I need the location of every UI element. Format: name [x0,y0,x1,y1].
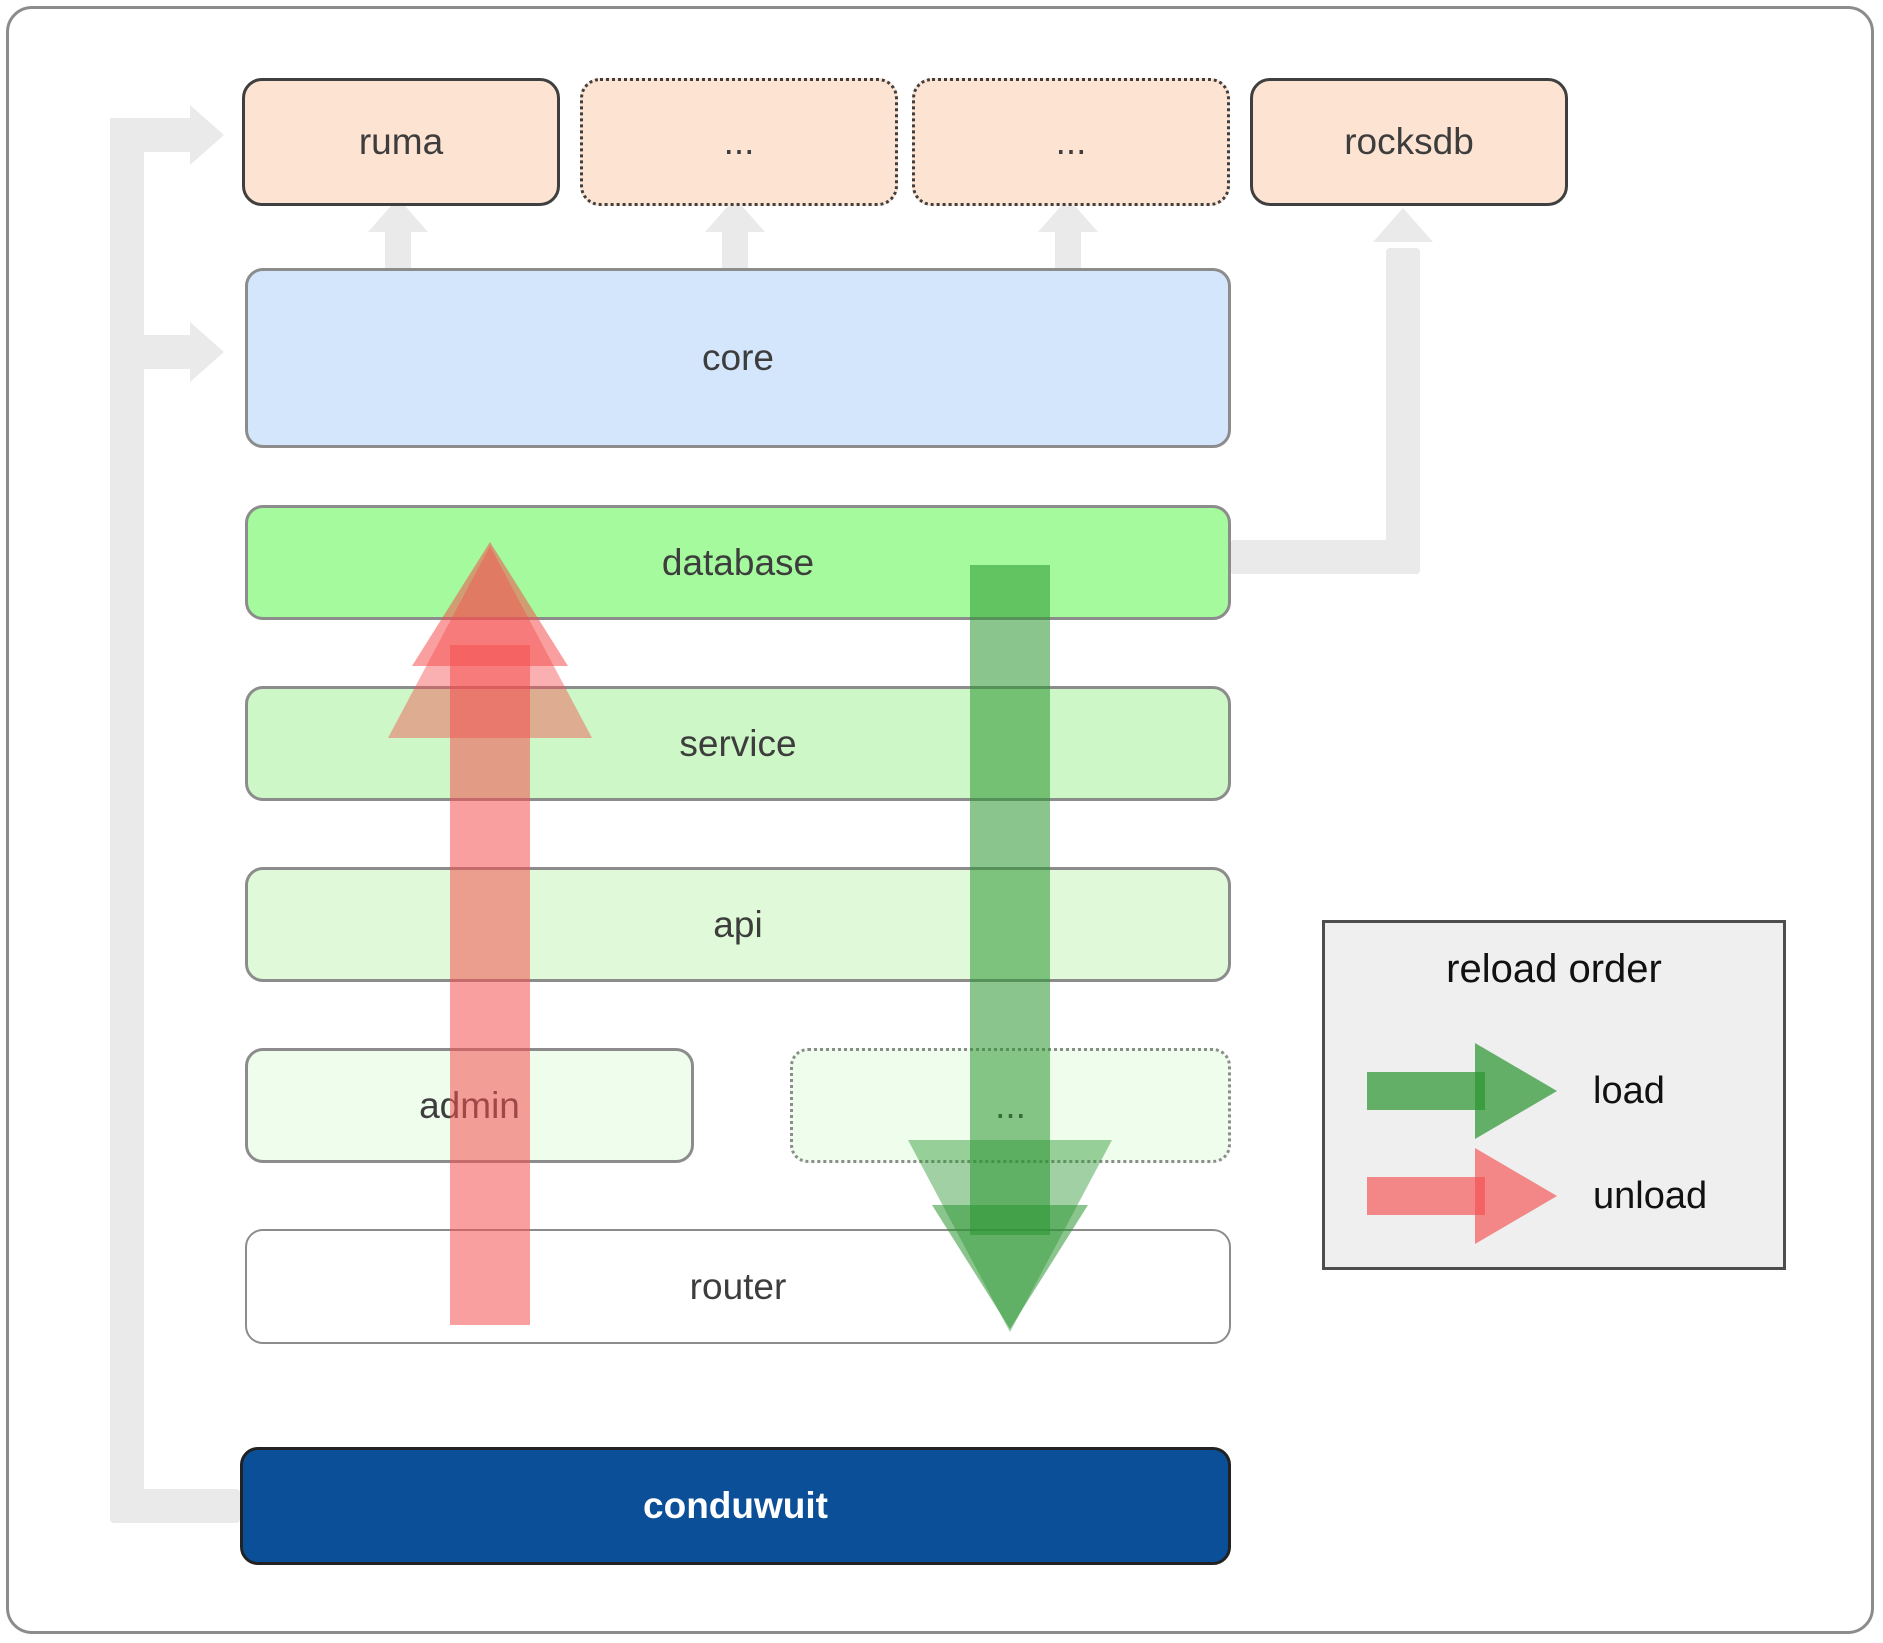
diagram-frame [6,6,1874,1634]
layer-box-api[interactable]: api [245,867,1231,982]
legend-unload-arrow-head [1475,1148,1557,1244]
application-label: conduwuit [643,1485,828,1526]
connector-to-rocksdb-arrow [1373,208,1433,242]
connector-core-to-ruma-shaft [385,226,411,276]
dependency-box-3[interactable]: ... [912,78,1230,206]
dependency-box-rocksdb[interactable]: rocksdb [1250,78,1568,206]
dependency-label: ... [723,121,755,162]
layer-label: router [689,1265,787,1307]
connector-conduwuit-stub [110,1489,240,1523]
connector-core-to-dep3-shaft [1055,226,1081,276]
connector-to-core-shaft [110,335,192,369]
unload-arrow-shaft [450,645,530,1325]
load-arrow-head [932,1205,1088,1329]
legend-row-unload: unload [1367,1148,1707,1244]
connector-db-to-rocksdb-vertical [1386,248,1420,574]
legend-load-arrow-shaft [1367,1072,1485,1110]
load-arrow-wing [908,1140,1112,1332]
unload-arrow-wing [388,546,592,738]
legend-load-label: load [1593,1069,1665,1112]
dependency-label: ruma [358,121,444,162]
unload-arrow-head [412,542,568,666]
legend-load-arrow-icon [1367,1043,1557,1139]
layer-label: service [679,722,797,764]
connector-to-ruma-arrow [190,105,224,165]
legend-unload-arrow-icon [1367,1148,1557,1244]
legend-panel: reload order load unload [1322,920,1786,1270]
connector-left-vertical [110,118,144,1523]
legend-row-load: load [1367,1043,1665,1139]
dependency-box-2[interactable]: ... [580,78,898,206]
layer-label: core [702,337,774,378]
layer-box-service[interactable]: service [245,686,1231,801]
layer-label: api [713,903,763,945]
load-arrow-shaft [970,565,1050,1235]
legend-title: reload order [1446,947,1662,991]
layer-box-database[interactable]: database [245,505,1231,620]
dependency-box-ruma[interactable]: ruma [242,78,560,206]
layer-label: database [661,541,815,583]
dependency-label: rocksdb [1344,121,1474,162]
layer-box-core[interactable]: core [245,268,1231,448]
connector-to-core-arrow [190,322,224,382]
application-box-conduwuit[interactable]: conduwuit [240,1447,1231,1565]
dependency-label: ... [1055,121,1087,162]
legend-unload-label: unload [1593,1174,1708,1217]
connector-core-to-dep2-shaft [722,226,748,276]
legend-load-arrow-head [1475,1043,1557,1139]
legend-unload-arrow-shaft [1367,1177,1485,1215]
connector-to-ruma-shaft [110,118,192,152]
